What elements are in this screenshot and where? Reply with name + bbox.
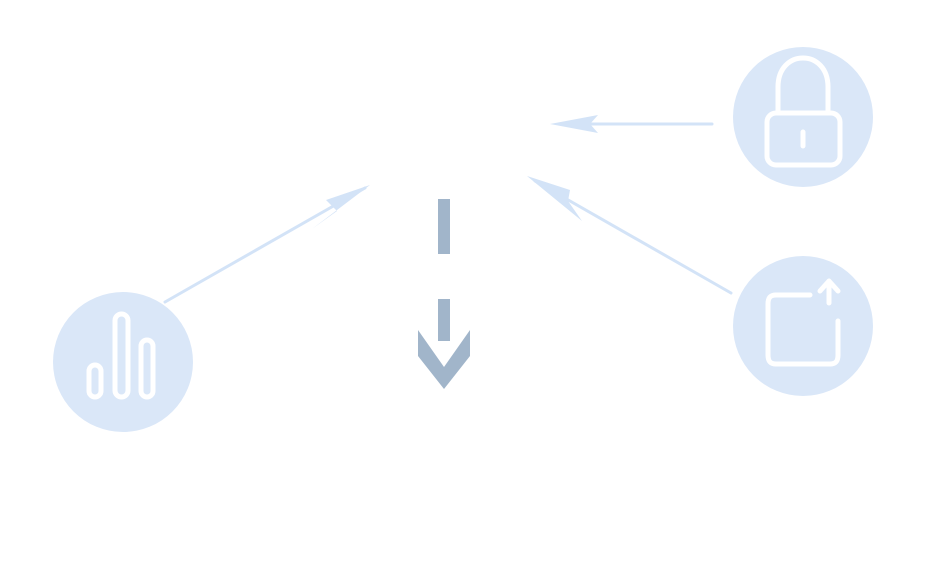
share-export-icon (765, 278, 841, 367)
node-share (733, 256, 873, 396)
bar-chart-icon (86, 311, 156, 400)
node-security (733, 47, 873, 187)
connector-share-arrow (527, 176, 733, 295)
center-down-arrow (418, 199, 470, 389)
connector-analytics-arrow (163, 185, 370, 304)
lock-icon (764, 55, 843, 168)
node-analytics (53, 292, 193, 432)
connector-security-arrow (550, 115, 714, 133)
